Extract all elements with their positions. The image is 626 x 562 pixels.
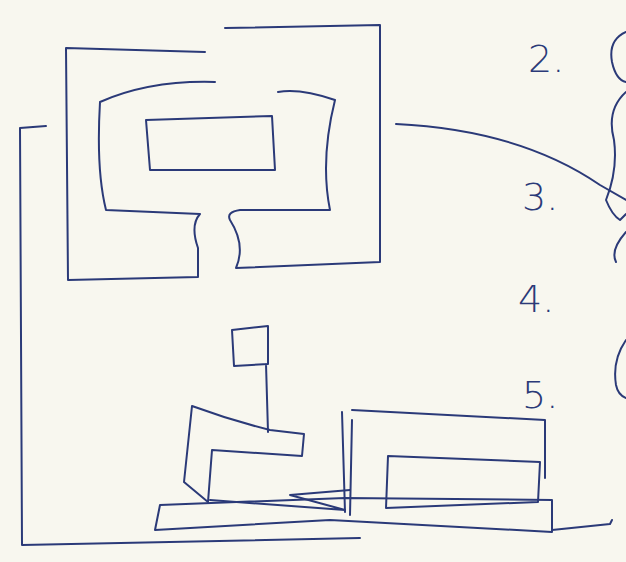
divider: [342, 412, 352, 515]
edge-scribble: [614, 232, 626, 262]
callout-number: 4.: [518, 280, 554, 318]
callout-number: 3.: [522, 178, 558, 216]
callout-number: 2.: [528, 40, 564, 78]
edge-scribble: [615, 340, 626, 398]
outer-frame-right: [552, 520, 612, 530]
flag: [232, 326, 268, 432]
edge-scribble: [611, 32, 626, 82]
seat-shape: [184, 406, 304, 502]
callout-number: 5.: [522, 376, 558, 414]
left-bracket: [66, 48, 215, 280]
inner-rect: [146, 116, 275, 170]
right-bracket: [225, 25, 380, 268]
right-box: [352, 410, 545, 478]
right-inner-box: [386, 456, 540, 508]
edge-scribble: [606, 92, 626, 220]
scribble: [210, 490, 350, 510]
outer-frame: [20, 126, 360, 545]
connector-line: [396, 124, 626, 200]
